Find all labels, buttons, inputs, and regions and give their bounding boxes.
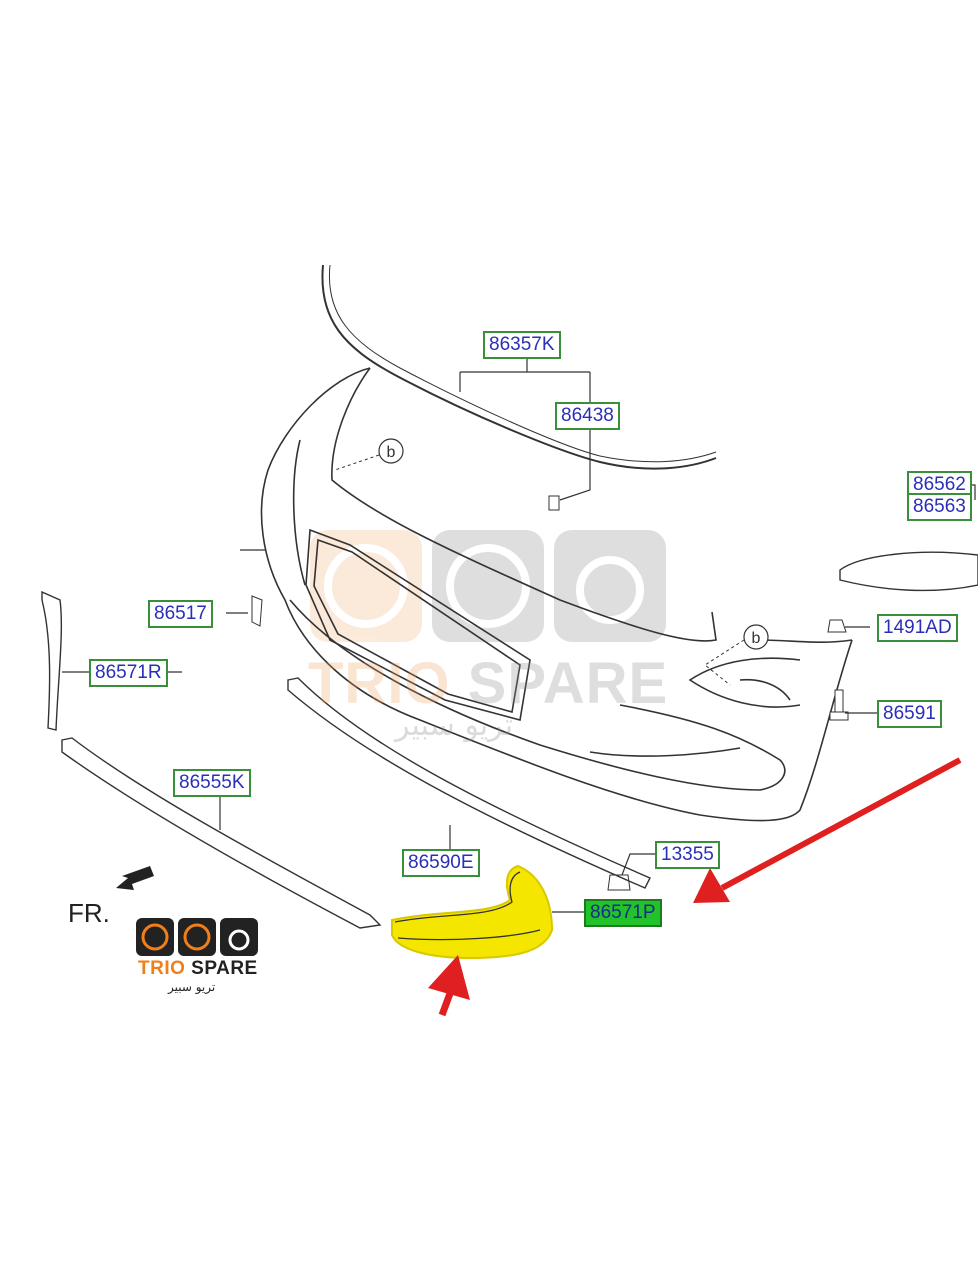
strip-86555K	[61, 737, 382, 929]
strip-86571R	[41, 590, 63, 731]
red-arrow-up	[428, 955, 470, 1017]
part-label-86591[interactable]: 86591	[877, 700, 942, 728]
clip-1491AD	[827, 619, 847, 633]
part-label-86438[interactable]: 86438	[555, 402, 620, 430]
part-label-86555K[interactable]: 86555K	[173, 769, 251, 797]
hood-edge	[321, 264, 717, 470]
part-label-86517[interactable]: 86517	[148, 600, 213, 628]
callout-b-lower: b	[704, 624, 769, 686]
front-marker: FR.	[68, 898, 110, 928]
clip-86438	[548, 495, 560, 511]
red-arrow-right	[693, 757, 962, 903]
part-label-13355[interactable]: 13355	[655, 841, 720, 869]
part-label-86563[interactable]: 86563	[907, 493, 972, 521]
highlight-86571P	[391, 864, 554, 960]
callout-b-upper: b	[334, 438, 404, 471]
brand-logo-icons	[136, 918, 258, 956]
brand-name: TRIO SPARE	[138, 958, 258, 979]
part-label-86357K[interactable]: 86357K	[483, 331, 561, 359]
watermark-arabic: تريو سبير	[395, 708, 514, 743]
svg-text:b: b	[387, 444, 396, 461]
bumper-cover	[260, 367, 853, 822]
front-direction-arrow	[116, 866, 154, 890]
brand-arabic-name: تريو سبير	[168, 980, 216, 994]
part-label-86571P[interactable]: 86571P	[584, 899, 662, 927]
bracket-86562	[839, 551, 978, 592]
lip-86590E	[287, 677, 651, 889]
clip-86517	[251, 595, 263, 627]
screw-86591	[829, 689, 849, 721]
watermark-logo	[310, 530, 666, 642]
svg-text:b: b	[752, 630, 761, 647]
watermark-brand: TRIO SPARE	[308, 651, 669, 716]
part-label-1491AD[interactable]: 1491AD	[877, 614, 958, 642]
part-label-86571R[interactable]: 86571R	[89, 659, 168, 687]
part-label-86590E[interactable]: 86590E	[402, 849, 480, 877]
